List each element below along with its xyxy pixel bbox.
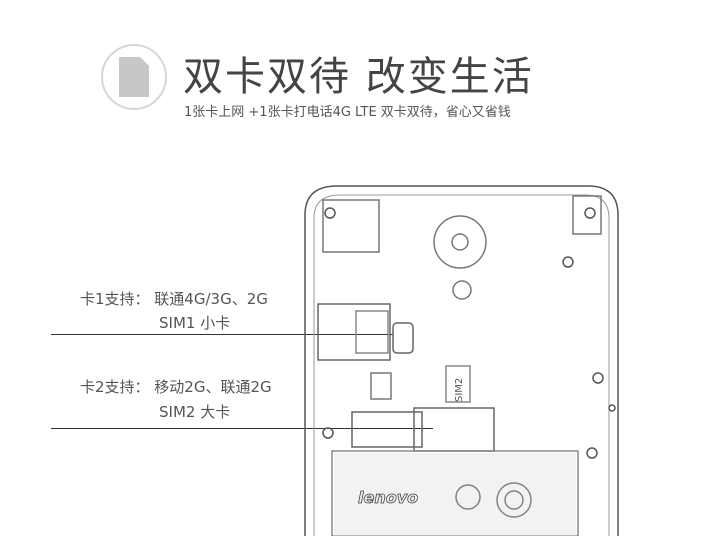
screw-right [592,372,604,384]
card2-type-label: SIM2 大卡 [159,403,231,421]
page-title: 双卡双待 改变生活 [183,54,534,100]
battery-connector-left [351,411,423,448]
screw-mid-right [562,256,574,268]
cert-badge-left [455,484,481,510]
sdcard-slot [392,322,414,354]
screw-left [322,427,334,439]
phone-inner-outline [313,194,610,536]
sim2-slot-label: SIM2 [454,378,465,402]
cert-badge-right [496,482,532,518]
page-subtitle: 1张卡上网 +1张卡打电话4G LTE 双卡双待，省心又省钱 [184,105,511,120]
card2-pointer-line [51,428,433,429]
sim-badge [101,44,167,110]
screw-upper-right [608,404,616,412]
card1-type-label: SIM1 小卡 [159,314,231,332]
battery [331,450,579,536]
flash [452,280,472,300]
sim2-label-box [445,365,471,403]
sim1-card [355,310,389,354]
sim1-slot [317,303,391,361]
top-right-bracket [572,195,602,235]
card1-support-label: 卡1支持： 联通4G/3G、2G [80,290,268,308]
screw-top-right [584,207,596,219]
top-left-bracket [322,199,380,253]
cert-badge-right-inner [504,490,524,510]
battery-connector-right [413,407,495,452]
card1-pointer-line [51,334,393,335]
lenovo-logo: lenovo [358,488,418,507]
phone-outline [304,185,619,536]
camera-lens-inner [451,233,469,251]
screw-top-left [324,207,336,219]
camera-lens [433,215,487,269]
sdcard-icon [370,372,392,400]
screw-bottom-right [586,447,598,459]
card2-support-label: 卡2支持： 移动2G、联通2G [80,378,272,396]
sim-card-icon [119,57,149,97]
